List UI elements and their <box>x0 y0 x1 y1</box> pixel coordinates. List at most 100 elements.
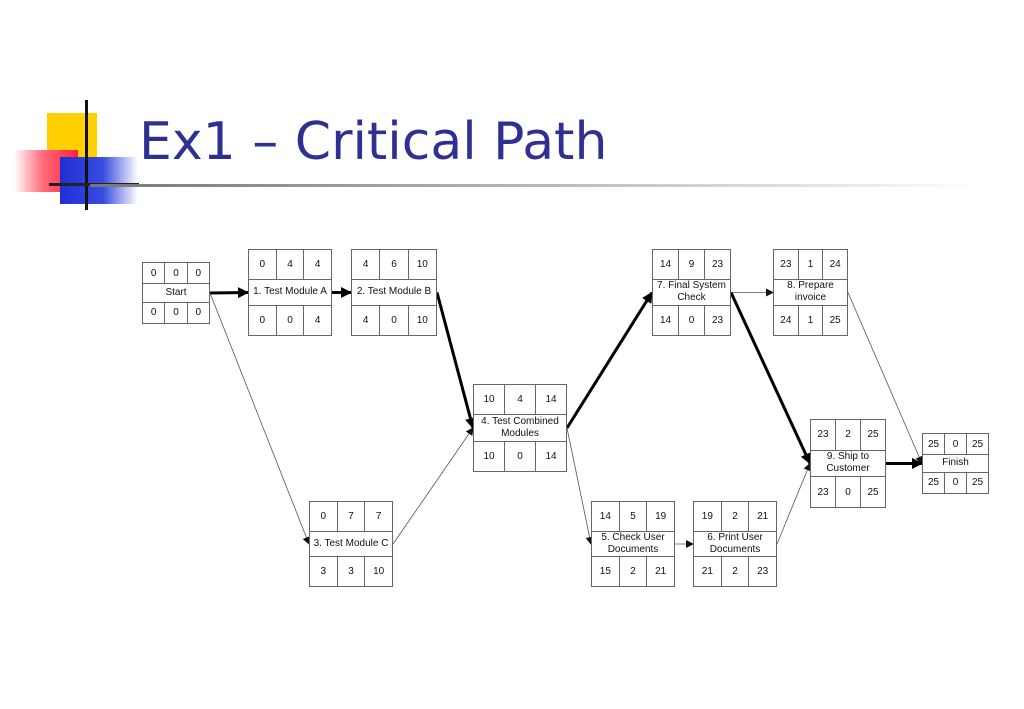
node-label: 9. Ship to Customer <box>811 449 885 478</box>
slack: 0 <box>275 306 304 335</box>
node-label: 7. Final System Check <box>653 278 730 307</box>
edge-n6-to-n9 <box>776 462 812 545</box>
late-start: 15 <box>599 566 611 578</box>
early-finish: 7 <box>364 502 392 531</box>
node-label: Start <box>143 283 209 303</box>
early-start: 25 <box>927 438 940 450</box>
duration: 2 <box>720 502 749 531</box>
late-finish: 0 <box>186 302 209 323</box>
early-start: 14 <box>659 258 672 270</box>
edge-n2-to-n4-critical <box>435 292 476 429</box>
late-start: 3 <box>320 566 327 578</box>
early-start: 23 <box>780 258 792 270</box>
duration: 2 <box>835 420 860 450</box>
late-start: 23 <box>817 486 829 498</box>
node-label: 3. Test Module C <box>310 530 392 558</box>
early-finish: 19 <box>646 502 674 531</box>
late-finish: 25 <box>860 477 885 507</box>
edge-n8-to-finish <box>847 292 923 465</box>
slack: 0 <box>504 441 535 471</box>
slack: 0 <box>379 306 407 335</box>
node-label: Finish <box>923 454 988 473</box>
early-start: 10 <box>483 394 495 406</box>
edge-n7-to-n9-critical <box>729 291 812 465</box>
late-start: 14 <box>659 315 672 327</box>
early-finish: 24 <box>822 250 847 279</box>
late-finish: 10 <box>407 306 436 335</box>
duration: 4 <box>504 385 535 415</box>
early-finish: 4 <box>303 250 331 279</box>
early-start: 0 <box>320 510 327 522</box>
duration: 0 <box>944 434 966 455</box>
early-start: 19 <box>701 510 713 522</box>
slack: 2 <box>618 557 647 586</box>
node-label: 5. Check User Documents <box>592 530 674 558</box>
late-finish: 14 <box>535 441 566 471</box>
slack: 0 <box>678 306 704 335</box>
late-finish: 21 <box>646 557 674 586</box>
early-start: 0 <box>150 267 157 279</box>
duration: 5 <box>618 502 647 531</box>
duration: 6 <box>379 250 407 279</box>
early-start: 23 <box>817 429 829 441</box>
edge-n4-to-n5 <box>566 427 594 545</box>
early-finish: 0 <box>186 263 209 284</box>
duration: 0 <box>164 263 186 284</box>
duration: 4 <box>275 250 304 279</box>
late-finish: 4 <box>303 306 331 335</box>
early-start: 0 <box>259 258 266 270</box>
duration: 7 <box>336 502 365 531</box>
slack: 0 <box>944 472 966 493</box>
slack: 2 <box>720 557 749 586</box>
edge-start-to-n1-critical <box>209 287 249 299</box>
node-label: 6. Print User Documents <box>694 530 776 558</box>
node-label: 4. Test Combined Modules <box>474 414 566 442</box>
decor-vertical-line <box>85 100 88 210</box>
early-start: 14 <box>599 510 611 522</box>
early-finish: 25 <box>966 434 988 455</box>
slack: 0 <box>164 302 186 323</box>
early-finish: 14 <box>535 385 566 415</box>
early-start: 4 <box>362 258 369 270</box>
late-start: 10 <box>483 450 495 462</box>
early-finish: 25 <box>860 420 885 450</box>
early-finish: 10 <box>407 250 436 279</box>
late-start: 21 <box>701 566 713 578</box>
late-start: 0 <box>150 307 157 319</box>
late-start: 25 <box>927 477 940 489</box>
edge-n4-to-n7-critical <box>565 291 654 429</box>
title-underline-rule <box>90 184 980 187</box>
node-label: 2. Test Module B <box>352 278 436 307</box>
node-label: 8. Prepare invoice <box>774 278 847 307</box>
late-finish: 23 <box>704 306 730 335</box>
